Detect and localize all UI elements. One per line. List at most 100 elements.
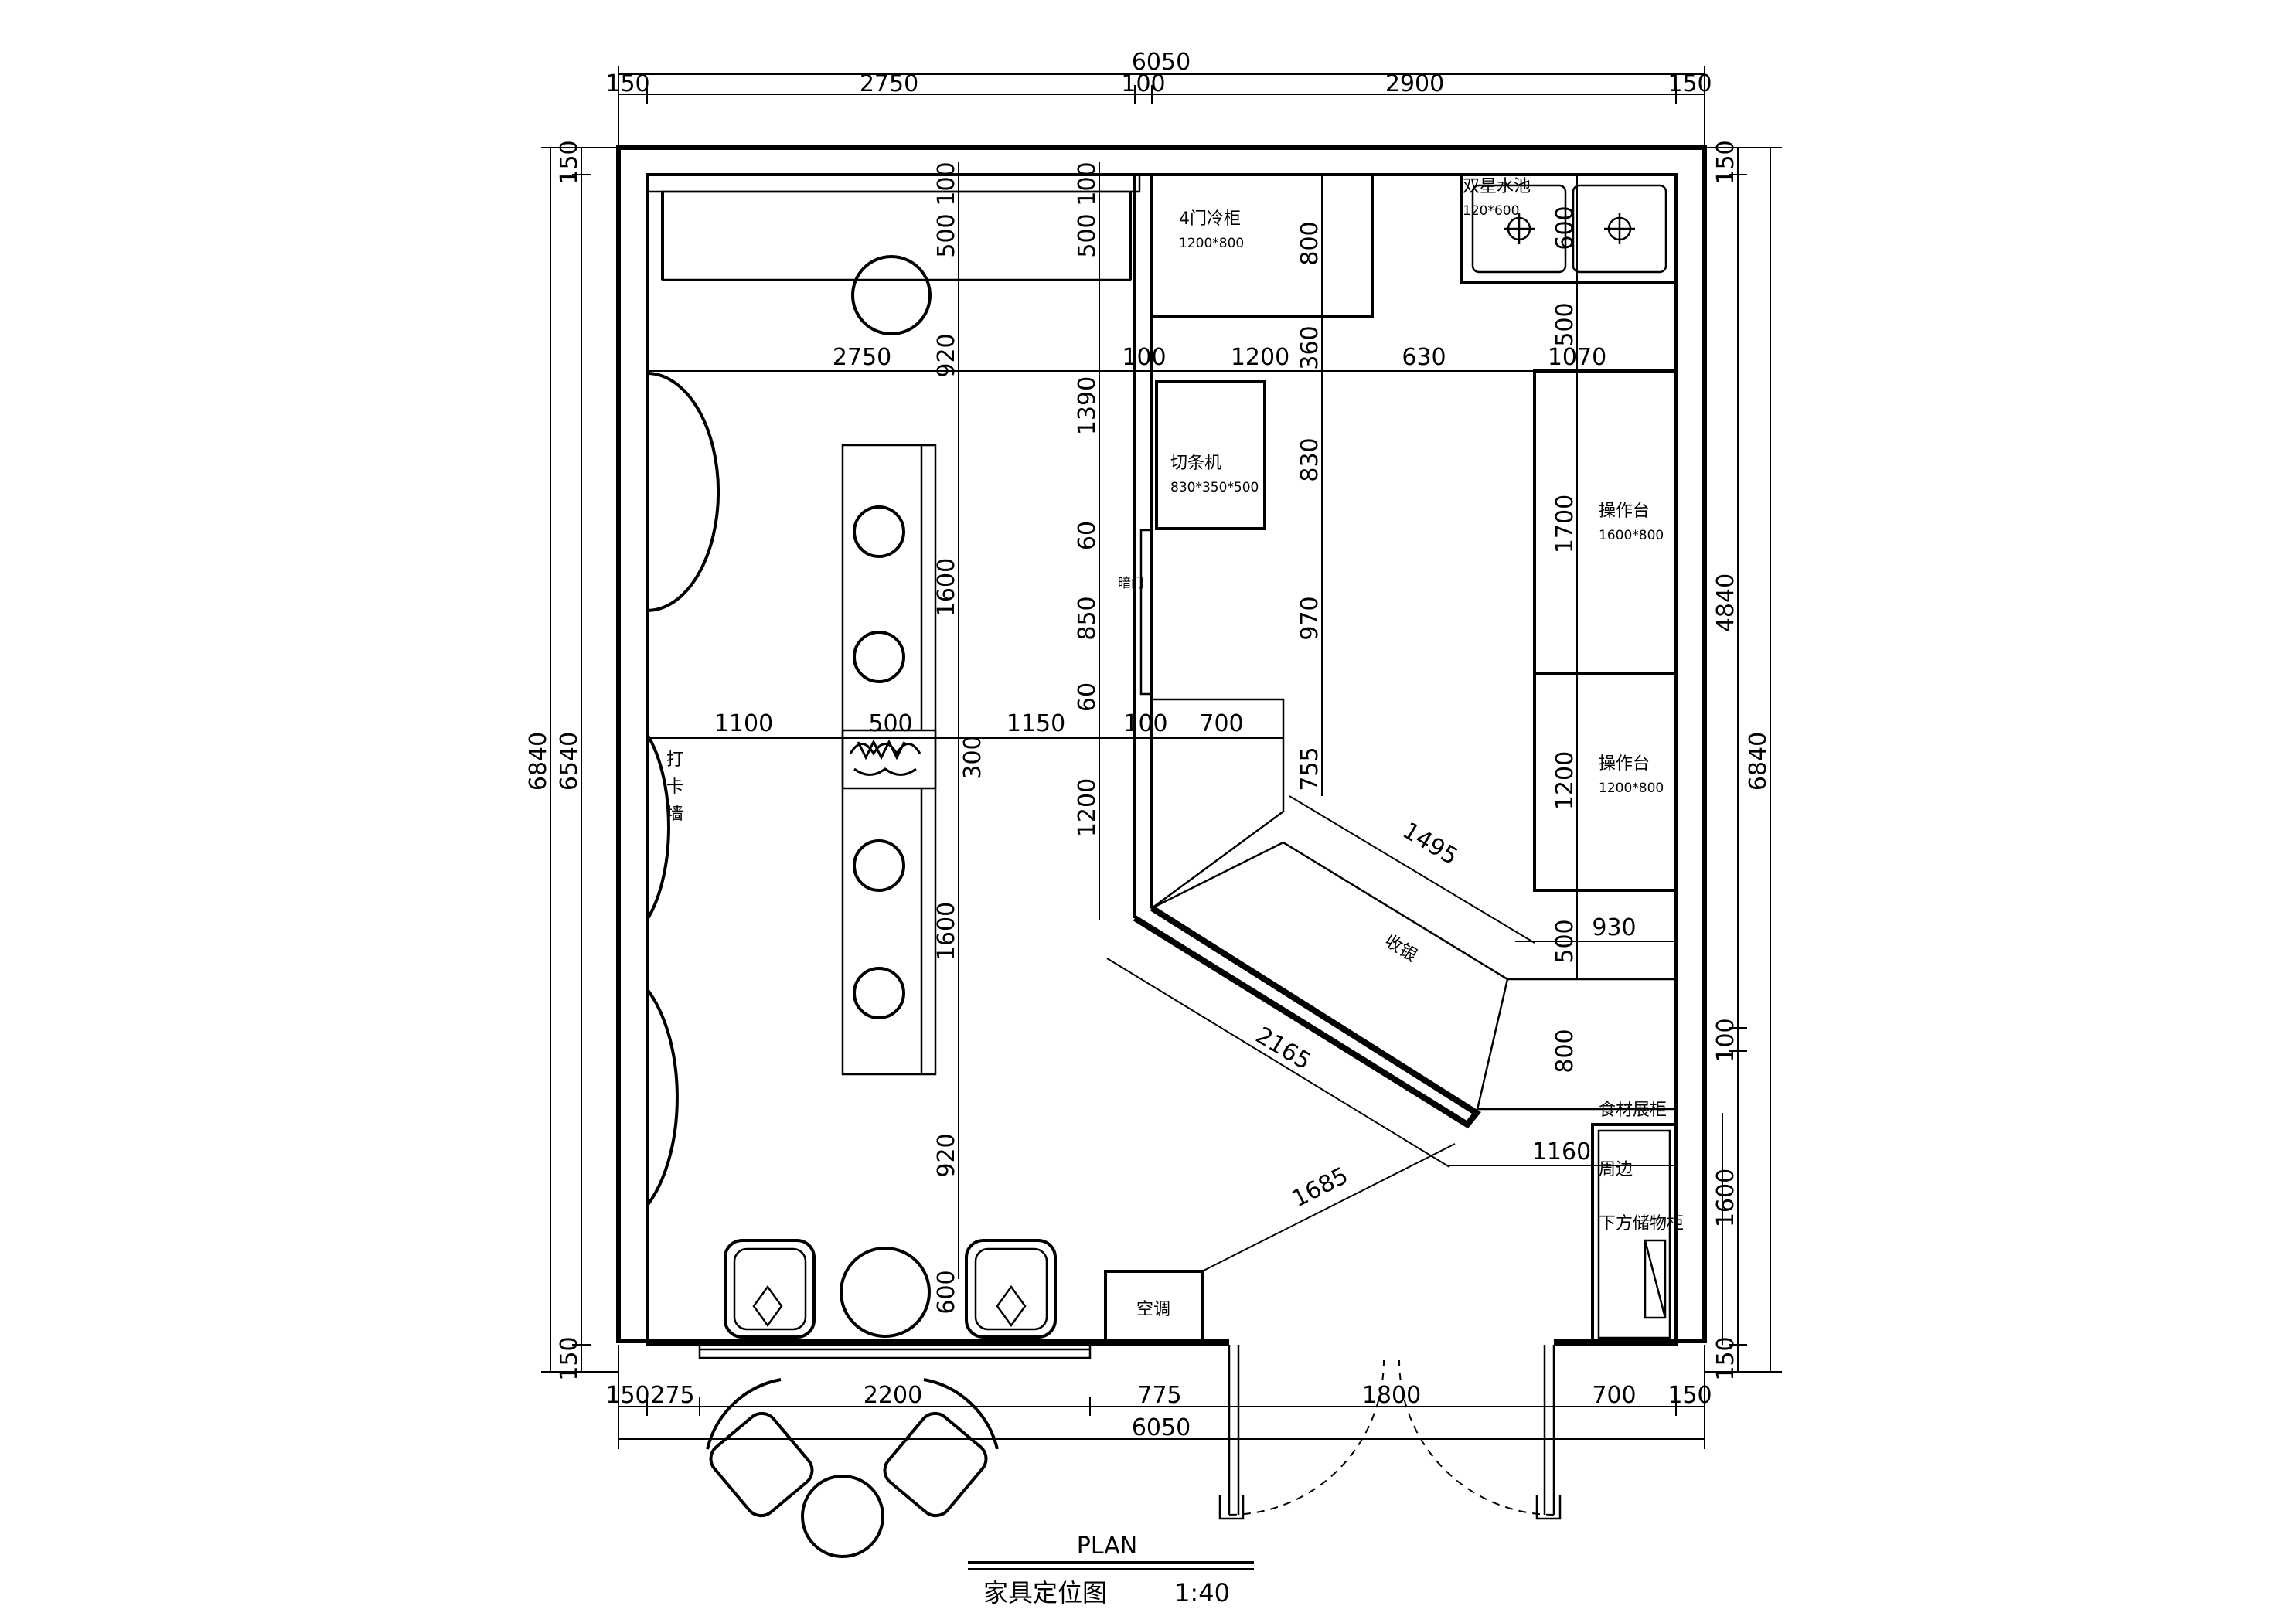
- shelf2-label: 周边: [1599, 1160, 1633, 1179]
- dim-left-6840: 6840: [525, 732, 552, 791]
- counter1-label: 操作台: [1599, 502, 1650, 521]
- dim-right-1600: 1600: [1712, 1169, 1739, 1227]
- dim-top-total: 6050: [1132, 49, 1191, 76]
- dim-1390: 1390: [1074, 376, 1101, 435]
- dim-bot-2200: 2200: [864, 1382, 922, 1409]
- dim-830: 830: [1296, 437, 1323, 481]
- front-bench: [698, 1339, 1092, 1359]
- plant-icon: [849, 739, 921, 776]
- counter2-label: 操作台: [1599, 754, 1650, 774]
- dim-bot-1800: 1800: [1362, 1382, 1421, 1409]
- dim-right-150b: 150: [1712, 1336, 1739, 1380]
- dim-1200c: 1200: [1552, 751, 1579, 810]
- dim-left-150b: 150: [556, 1336, 583, 1380]
- dimension-labels: 6050 150 2750 100 2900 150 150 275 2200 …: [525, 49, 1772, 1441]
- dim-500b: 500: [1074, 213, 1101, 257]
- cashier-label: 收银: [1381, 931, 1420, 966]
- dim-right-150a: 150: [1712, 140, 1739, 184]
- dim-top-150b: 150: [1667, 70, 1712, 97]
- dim-920a: 920: [933, 333, 960, 377]
- shelf1-label: 食材展柜: [1599, 1101, 1667, 1120]
- checkin-wall-label-3: 墙: [666, 805, 683, 824]
- dim-left-6540: 6540: [556, 732, 583, 791]
- front-door[interactable]: [1218, 1337, 1562, 1520]
- checkin-wall-arcs: [646, 372, 720, 1207]
- dim-630: 630: [1402, 344, 1446, 371]
- dim-700: 700: [1199, 710, 1243, 737]
- central-bar-table: [841, 444, 937, 1076]
- dim-2165: 2165: [1251, 1022, 1315, 1075]
- dim-100b: 100: [1074, 162, 1101, 206]
- hidden-door[interactable]: 暗门: [1118, 529, 1153, 696]
- top-left-bench: [646, 173, 1141, 281]
- dimension-lines: [541, 66, 1782, 1449]
- dim-500a: 500: [933, 213, 960, 257]
- fridge-label: 4门冷柜: [1179, 209, 1241, 229]
- dim-1070: 1070: [1548, 344, 1606, 371]
- dim-1600b: 1600: [933, 902, 960, 961]
- lounge-set: [724, 1239, 1057, 1339]
- dim-bot-275: 275: [650, 1382, 694, 1409]
- dim-600: 600: [1552, 206, 1579, 250]
- dim-bot-775: 775: [1137, 1382, 1181, 1409]
- plan-title: PLAN: [1077, 1533, 1137, 1560]
- round-table-top: [851, 255, 932, 335]
- dim-bot-150a: 150: [605, 1382, 649, 1409]
- dim-1150: 1150: [1007, 710, 1065, 737]
- dim-600b: 600: [933, 1270, 960, 1314]
- dim-500e: 500: [1552, 919, 1579, 963]
- dim-1685: 1685: [1288, 1162, 1353, 1213]
- dim-bot-150b: 150: [1667, 1382, 1712, 1409]
- aircon-unit: 空调: [1104, 1270, 1204, 1344]
- dim-top-2900: 2900: [1385, 70, 1444, 97]
- dim-top-2750: 2750: [860, 70, 918, 97]
- dim-500c: 500: [1552, 302, 1579, 346]
- dim-left-150a: 150: [556, 140, 583, 184]
- hidden-door-label: 暗门: [1118, 576, 1144, 591]
- dim-1700: 1700: [1552, 495, 1579, 553]
- shelf3-label: 下方储物柜: [1599, 1214, 1684, 1233]
- dim-300: 300: [959, 735, 986, 779]
- dim-right-6840: 6840: [1745, 732, 1772, 791]
- dim-500d: 500: [868, 710, 912, 737]
- drawing-name: 家具定位图: [983, 1578, 1107, 1608]
- counter2-size: 1200*800: [1599, 781, 1664, 796]
- dim-1600a: 1600: [933, 558, 960, 617]
- checkin-wall-label-2: 卡: [666, 777, 683, 797]
- cutter-machine: 切条机 830*350*500: [1155, 380, 1266, 530]
- dim-800b: 800: [1552, 1029, 1579, 1073]
- work-counter-2: 操作台 1200*800: [1533, 672, 1678, 892]
- dim-100d: 100: [1123, 710, 1167, 737]
- fridge: 4门冷柜 1200*800: [1150, 173, 1374, 318]
- dim-bot-700: 700: [1592, 1382, 1636, 1409]
- dim-360: 360: [1296, 325, 1323, 369]
- aircon-label: 空调: [1136, 1300, 1170, 1319]
- food-display-cabinet: 食材展柜 周边 下方储物柜: [1591, 1101, 1684, 1346]
- sink-label: 双星水池: [1463, 177, 1531, 196]
- dim-850: 850: [1074, 596, 1101, 640]
- dim-970: 970: [1296, 596, 1323, 640]
- dim-1160: 1160: [1532, 1138, 1591, 1165]
- dim-1200a: 1200: [1231, 344, 1289, 371]
- title-block: PLAN 家具定位图 1:40: [968, 1533, 1254, 1608]
- dim-60a: 60: [1074, 521, 1101, 550]
- dim-100a: 100: [933, 162, 960, 206]
- dim-top-100: 100: [1121, 70, 1165, 97]
- dim-1200b: 1200: [1074, 778, 1101, 837]
- dim-bot-total: 6050: [1132, 1414, 1191, 1441]
- dim-920b: 920: [933, 1133, 960, 1177]
- cashier-counter: 收银: [1150, 698, 1678, 1114]
- dim-top-150a: 150: [605, 70, 649, 97]
- dim-930: 930: [1592, 914, 1636, 941]
- dim-100c: 100: [1122, 344, 1166, 371]
- dim-800a: 800: [1296, 221, 1323, 265]
- fridge-size: 1200*800: [1179, 236, 1244, 251]
- drawing-scale: 1:40: [1174, 1578, 1230, 1608]
- checkin-wall-label: 打: [666, 750, 683, 770]
- dim-right-4840: 4840: [1712, 573, 1739, 632]
- double-sink: 双星水池 120*600: [1460, 173, 1678, 284]
- dim-60b: 60: [1074, 682, 1101, 712]
- cutter-size: 830*350*500: [1170, 480, 1259, 495]
- cutter-label: 切条机: [1170, 454, 1221, 473]
